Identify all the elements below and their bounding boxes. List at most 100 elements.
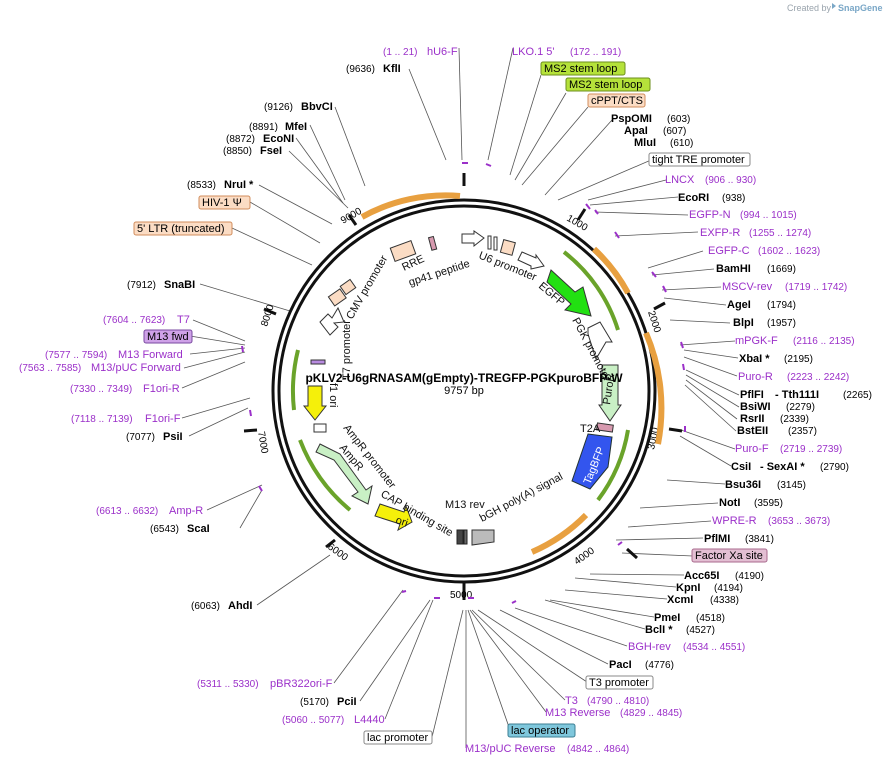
- ori-shape: [374, 503, 413, 532]
- enz-noti-name: NotI: [719, 497, 740, 509]
- cppt-shape: [499, 239, 516, 256]
- primer-m13pucrev-pos: (4842 .. 4864): [567, 744, 629, 755]
- label-puror: PuroR: [601, 373, 617, 406]
- primer-bghrev-pos: (4534 .. 4551): [683, 642, 745, 653]
- cmv-shape: [319, 306, 345, 336]
- primer-f1orir-pos: (7330 .. 7349): [70, 384, 132, 395]
- primer-exfpr-pos: (1255 .. 1274): [749, 228, 811, 239]
- puro-green-arc: [596, 429, 630, 502]
- enz-bsiwi-name: BsiWI: [740, 401, 771, 413]
- enz-xbai-pos: (2195): [784, 354, 813, 365]
- enz-agei-pos: (1794): [767, 300, 796, 311]
- primer-purof-name: Puro-F: [735, 443, 769, 455]
- primer-lko1-pos: (172 .. 191): [570, 47, 621, 58]
- backbone-inner-strand: [277, 204, 651, 578]
- box-lac-promoter: lac promoter: [367, 732, 428, 744]
- primer-ampr-pos: (6613 .. 6632): [96, 506, 158, 517]
- primer-t7-pos: (7604 .. 7623): [103, 315, 165, 326]
- enz-pcii-pos: (5170): [300, 697, 329, 708]
- plasmid-size: 9757 bp: [444, 385, 484, 397]
- wpre-arc-b: [643, 331, 665, 445]
- egfp-green-arc: [562, 250, 620, 331]
- primer-wprer-pos: (3653 .. 3673): [768, 516, 830, 527]
- primer-exfpr-name: EXFP-R: [700, 227, 740, 239]
- leader-lines: [181, 47, 740, 748]
- primer-egfpn-name: EGFP-N: [689, 209, 731, 221]
- enz-snabi-pos: (7912): [127, 280, 156, 291]
- puro-shape: [598, 364, 622, 422]
- enz-bamhi-pos: (1669): [767, 264, 796, 275]
- tagbfp-shape: [571, 433, 613, 490]
- enz-nrui-name: NruI *: [224, 179, 254, 191]
- label-t7-promoter: T7 promoter: [341, 320, 353, 380]
- ampr-shape: [315, 443, 373, 505]
- enz-blpi-pos: (1957): [767, 318, 796, 329]
- box-m13-fwd: M13 fwd: [147, 331, 189, 343]
- primer-t3-name: T3: [565, 695, 578, 707]
- ms2a-shape: [487, 235, 492, 250]
- enz-bcli-name: BclI *: [645, 624, 673, 636]
- label-f1-ori: f1 ori: [327, 383, 339, 407]
- enz-bcli-pos: (4527): [686, 625, 715, 636]
- enz-nrui-pos: (8533): [187, 180, 216, 191]
- tick-2000: 2000: [645, 310, 662, 335]
- credit-brand: SnapGene: [838, 3, 883, 13]
- boxed-labels: MS2 stem loop MS2 stem loop cPPT/CTS tig…: [133, 61, 768, 745]
- enz-pflfi-name: PflFI: [740, 389, 764, 401]
- enz-pflfi-pos: (2265): [843, 390, 872, 401]
- enz-bsteii-pos: (2357): [788, 426, 817, 437]
- enz-pmei-pos: (4518): [696, 613, 725, 624]
- amp-green-arc: [298, 439, 352, 512]
- enz-scai-pos: (6543): [150, 524, 179, 535]
- ltr-arc: [360, 192, 461, 220]
- snapgene-logo-icon: [832, 3, 836, 9]
- u6-promoter-shape: [461, 230, 485, 248]
- enz-blpi-name: BlpI: [733, 317, 754, 329]
- enz-pflmi-name: PflMI: [704, 533, 730, 545]
- tick-4000: 4000: [572, 545, 597, 567]
- enz-pmei-name: PmeI: [654, 612, 680, 624]
- primer-ampr-name: Amp-R: [169, 505, 203, 517]
- enz-psii-name: PsiI: [163, 431, 183, 443]
- enz-agei-name: AgeI: [727, 299, 751, 311]
- enz-ecori-name: EcoRI: [678, 192, 709, 204]
- primer-lko1-name: LKO.1 5': [512, 46, 554, 58]
- primer-puror-name: Puro-R: [738, 371, 773, 383]
- tick-6000: 6000: [325, 542, 350, 564]
- enzyme-labels: (9636) KflI (9126) BbvCI (8891) MfeI (88…: [126, 63, 872, 708]
- primer-mscvrev-pos: (1719 .. 1742): [785, 282, 847, 293]
- enz-bbvci-pos: (9126): [264, 102, 293, 113]
- amp-promoter-shape: [313, 423, 327, 433]
- enz-kpni-name: KpnI: [676, 582, 700, 594]
- primer-bghrev-name: BGH-rev: [628, 641, 671, 653]
- enz-bsiwi-pos: (2279): [786, 402, 815, 413]
- box-ms2-stem-loop-1: MS2 stem loop: [544, 63, 617, 75]
- primer-f1orir-name: F1ori-R: [143, 383, 180, 395]
- tick-9000: 9000: [339, 206, 364, 227]
- enz-pspomi-pos: (603): [667, 114, 690, 125]
- major-ticks: [243, 173, 683, 600]
- primer-m13rev-pos: (4829 .. 4845): [620, 708, 682, 719]
- egfp-shape: [546, 269, 592, 317]
- enz-mfei-name: MfeI: [285, 121, 307, 133]
- ltr3-arc: [530, 512, 589, 555]
- enz-paci-name: PacI: [609, 659, 632, 671]
- label-bgh-polya: bGH poly(A) signal: [478, 471, 565, 525]
- plasmid-name: pKLV2-U6gRNASAM(gEmpty)-TREGFP-PGKpuroBF…: [305, 371, 623, 385]
- enz-mlui-name: MluI: [634, 137, 656, 149]
- primer-m13pucfwd-pos: (7563 .. 7585): [19, 363, 81, 374]
- enz-kpni-pos: (4194): [714, 583, 743, 594]
- enz-tth111i-name: - Tth111I: [775, 389, 819, 401]
- enz-pcii-name: PciI: [337, 696, 357, 708]
- primer-hu6f-pos: (1 .. 21): [383, 47, 417, 58]
- enz-psii-pos: (7077): [126, 432, 155, 443]
- tick-8000: 8000: [259, 303, 276, 328]
- label-t2a: T2A: [580, 423, 601, 435]
- enz-bbvci-name: BbvCI: [301, 101, 333, 113]
- primer-mpgkf-name: mPGK-F: [735, 335, 778, 347]
- enz-acc65i-name: Acc65I: [684, 570, 719, 582]
- primer-f1orif-pos: (7118 .. 7139): [71, 414, 133, 425]
- tick-5000: 5000: [450, 590, 473, 601]
- feature-arcs: [290, 192, 665, 555]
